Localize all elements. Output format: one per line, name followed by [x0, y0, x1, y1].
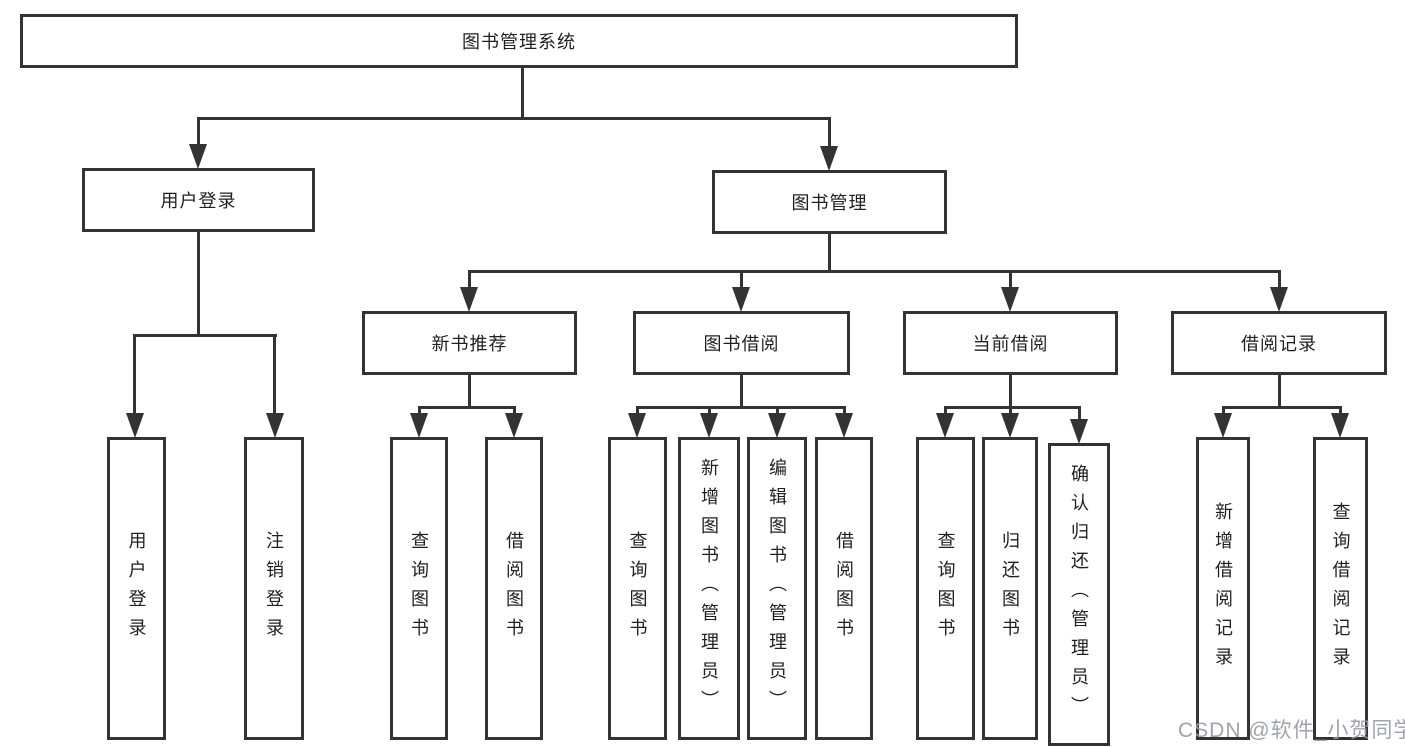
- arrowhead-icon: [410, 413, 428, 438]
- connector-rail: [944, 406, 1081, 409]
- connector-to-leaf: [273, 334, 276, 416]
- connector-root-stem: [521, 66, 524, 119]
- arrowhead-icon: [936, 413, 954, 438]
- leaf-add-borrow-record: 新增借阅记录: [1196, 437, 1250, 740]
- connector-to-book-borrow: [740, 270, 743, 290]
- node-label: 查询图书: [409, 530, 429, 647]
- connector-stem: [1278, 375, 1281, 409]
- node-label: 归还图书: [1000, 530, 1020, 647]
- arrowhead-icon: [266, 413, 284, 438]
- connector-to-leaf: [1009, 406, 1012, 416]
- connector-user-login-stem: [197, 232, 200, 336]
- node-new-book-recommend: 新书推荐: [362, 311, 577, 375]
- arrowhead-icon: [1001, 287, 1019, 312]
- arrowhead-icon: [835, 413, 853, 438]
- node-book-management: 图书管理: [712, 170, 947, 234]
- arrowhead-icon: [1070, 419, 1088, 444]
- node-label: 图书借阅: [703, 334, 780, 354]
- connector-stem: [468, 375, 471, 409]
- node-borrow-records: 借阅记录: [1171, 311, 1387, 375]
- node-user-login: 用户登录: [82, 168, 315, 232]
- leaf-borrow-books: 借阅图书: [815, 437, 873, 740]
- node-label: 查询图书: [627, 530, 648, 647]
- connector-to-leaf: [1078, 406, 1081, 422]
- connector-to-leaf: [708, 406, 711, 416]
- node-book-borrow: 图书借阅: [633, 311, 850, 375]
- connector-to-leaf: [1339, 406, 1342, 416]
- leaf-query-books-current: 查询图书: [916, 437, 975, 740]
- connector-stem: [1009, 375, 1012, 409]
- arrowhead-icon: [460, 287, 478, 312]
- connector-to-leaf: [843, 406, 846, 416]
- connector-to-leaf: [418, 406, 421, 416]
- arrowhead-icon: [1214, 413, 1232, 438]
- connector-to-borrow-records: [1278, 270, 1281, 290]
- arrowhead-icon: [1331, 413, 1349, 438]
- connector-user-login-rail: [133, 334, 277, 337]
- connector-to-current-borrow: [1009, 270, 1012, 290]
- node-label: 注销登录: [264, 530, 284, 647]
- node-label: 当前借阅: [972, 334, 1049, 354]
- node-label: 用户登录: [126, 530, 147, 647]
- connector-rail: [636, 406, 846, 409]
- node-label: 查询借阅记录: [1330, 501, 1351, 676]
- leaf-user-login: 用户登录: [107, 437, 166, 740]
- connector-rail: [418, 406, 516, 409]
- connector-to-user-login: [197, 117, 200, 147]
- connector-rail: [1222, 406, 1342, 409]
- arrowhead-icon: [820, 146, 838, 171]
- node-label: 查询图书: [935, 530, 956, 647]
- arrowhead-icon: [1270, 287, 1288, 312]
- csdn-watermark: CSDN @软件_小贺同学: [1178, 719, 1405, 742]
- node-label: 新增图书（管理员）: [699, 458, 719, 719]
- connector-to-leaf: [636, 406, 639, 416]
- arrowhead-icon: [768, 413, 786, 438]
- leaf-query-books-recommend: 查询图书: [390, 437, 448, 740]
- node-label: 用户登录: [160, 191, 237, 211]
- leaf-borrow-books-recommend: 借阅图书: [485, 437, 543, 740]
- node-label: 借阅记录: [1241, 334, 1317, 354]
- connector-to-leaf: [776, 406, 779, 416]
- connector-stem: [740, 375, 743, 409]
- node-label: 图书管理系统: [462, 32, 576, 52]
- connector-to-leaf: [1222, 406, 1225, 416]
- node-label: 借阅图书: [834, 530, 854, 647]
- node-label: 借阅图书: [504, 530, 524, 647]
- leaf-logout: 注销登录: [244, 437, 304, 740]
- connector-to-new-book: [468, 270, 471, 290]
- node-label: 新书推荐: [431, 334, 508, 354]
- node-library-management-system: 图书管理系统: [20, 14, 1018, 68]
- arrowhead-icon: [1001, 413, 1019, 438]
- connector-to-leaf: [944, 406, 947, 416]
- arrowhead-icon: [126, 413, 144, 438]
- leaf-return-books: 归还图书: [982, 437, 1038, 740]
- node-label: 确认归还（管理员）: [1069, 464, 1089, 725]
- connector-to-leaf: [513, 406, 516, 416]
- connector-to-book-management: [828, 117, 831, 149]
- leaf-query-borrow-record: 查询借阅记录: [1313, 437, 1368, 740]
- leaf-confirm-return-admin: 确认归还（管理员）: [1048, 443, 1110, 746]
- arrowhead-icon: [732, 287, 750, 312]
- leaf-query-books-borrow: 查询图书: [608, 437, 667, 740]
- node-label: 图书管理: [791, 193, 868, 213]
- connector-to-leaf: [133, 334, 136, 416]
- arrowhead-icon: [628, 413, 646, 438]
- leaf-edit-books-admin: 编辑图书（管理员）: [747, 437, 807, 740]
- node-current-borrow: 当前借阅: [903, 311, 1118, 375]
- connector-level3-rail: [468, 270, 1281, 273]
- arrowhead-icon: [700, 413, 718, 438]
- node-label: 新增借阅记录: [1213, 501, 1233, 676]
- connector-book-management-stem: [828, 234, 831, 272]
- arrowhead-icon: [505, 413, 523, 438]
- node-label: 编辑图书（管理员）: [767, 458, 787, 719]
- leaf-add-books-admin: 新增图书（管理员）: [678, 437, 740, 740]
- connector-level2-rail: [197, 117, 831, 120]
- arrowhead-icon: [189, 144, 207, 169]
